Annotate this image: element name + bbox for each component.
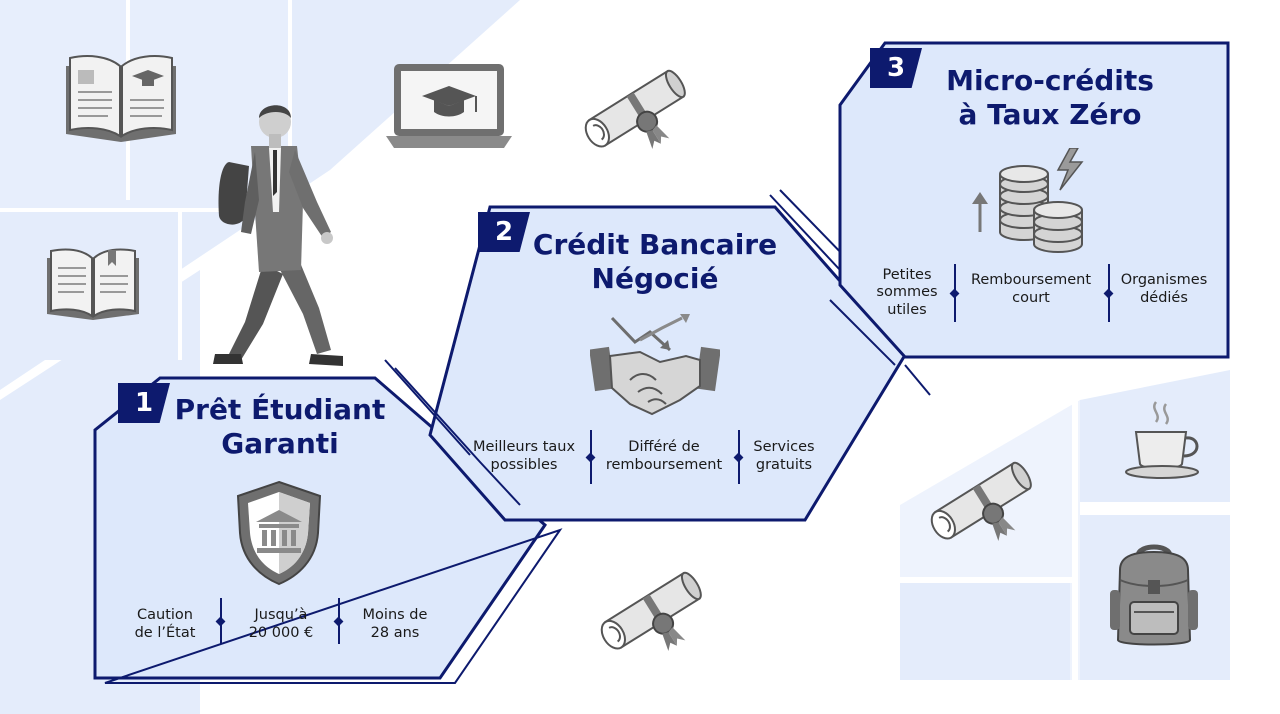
card-1-title: Prêt Étudiant Garanti xyxy=(160,393,400,461)
card-2-title-line2: Négocié xyxy=(591,262,719,296)
card-3-feature-1: Petites sommes utiles xyxy=(864,267,950,319)
feature-line: Organismes xyxy=(1120,272,1208,288)
student-walking-icon xyxy=(213,105,343,366)
card-2-feature-3: Services gratuits xyxy=(742,438,826,474)
card-2-feature-1: Meilleurs taux possibles xyxy=(462,438,586,474)
feature-line: sommes xyxy=(876,284,938,301)
card-1-feature-1: Caution de l’État xyxy=(120,606,210,642)
feature-line: Remboursement xyxy=(970,272,1092,288)
card-1-number-badge: 1 xyxy=(118,383,170,423)
card-3-title-line1: Micro-crédits xyxy=(946,64,1154,97)
diploma-scroll-icon xyxy=(930,461,1032,542)
feature-line: Moins de xyxy=(362,607,428,623)
feature-line: Jusqu’à xyxy=(254,607,308,623)
card-1-feature-3: Moins de 28 ans xyxy=(350,606,440,642)
feature-line: Caution xyxy=(137,607,193,623)
card-2-title: Crédit Bancaire Négocié xyxy=(520,228,790,296)
backpack-icon xyxy=(1110,544,1198,646)
diploma-scroll-icon xyxy=(600,571,702,652)
handshake-icon xyxy=(590,314,720,416)
card-2-title-line1: Crédit Bancaire xyxy=(532,228,778,261)
open-book-icon xyxy=(66,55,176,142)
feature-line: possibles xyxy=(490,457,558,474)
coins-stack-icon xyxy=(972,148,1084,253)
diploma-scroll-icon xyxy=(584,69,686,150)
card-2-number-badge: 2 xyxy=(478,212,530,252)
feature-line: de l’État xyxy=(134,625,196,642)
card-3-feature-3: Organismes dédiés xyxy=(1112,271,1216,307)
feature-line: Différé de xyxy=(628,439,700,455)
card-1-shape xyxy=(93,376,547,680)
card-1-title-line2: Garanti xyxy=(221,427,339,461)
feature-line: utiles xyxy=(887,301,927,318)
card-3-number-badge: 3 xyxy=(870,48,922,88)
feature-line: 20 000 € xyxy=(248,625,314,642)
feature-line: Services xyxy=(753,439,815,455)
card-1-title-line1: Prêt Étudiant xyxy=(174,393,386,426)
coffee-cup-icon xyxy=(1125,401,1199,479)
card-3-feature-2: Remboursement court xyxy=(960,271,1102,307)
feature-line: gratuits xyxy=(755,457,813,474)
card-2-feature-2: Différé de remboursement xyxy=(596,438,732,474)
feature-line: court xyxy=(1012,290,1050,307)
feature-line: Meilleurs taux xyxy=(472,439,576,455)
feature-line: dédiés xyxy=(1140,290,1188,307)
feature-line: Petites xyxy=(882,267,932,283)
shield-bank-icon xyxy=(236,480,322,586)
card-3-title-line2: à Taux Zéro xyxy=(958,98,1142,132)
card-1-feature-2: Jusqu’à 20 000 € xyxy=(236,606,326,642)
card-3-title: Micro-crédits à Taux Zéro xyxy=(920,64,1180,132)
open-book-icon xyxy=(47,248,139,320)
feature-line: remboursement xyxy=(605,457,723,474)
feature-line: 28 ans xyxy=(370,625,420,642)
laptop-graduation-cap-icon xyxy=(386,64,512,148)
